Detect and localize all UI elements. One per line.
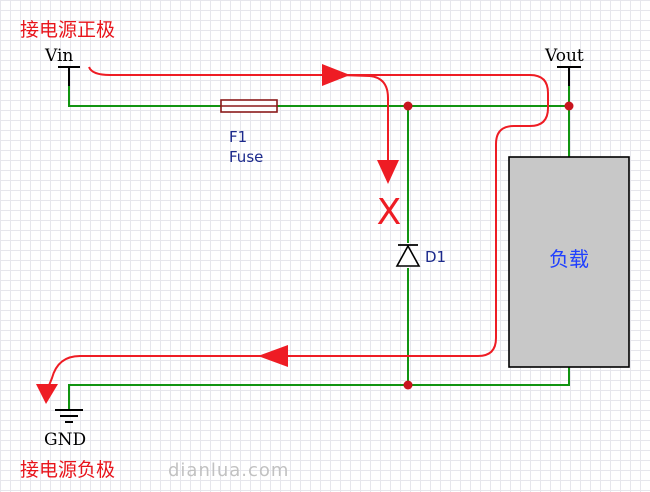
fuse-f1 xyxy=(220,99,278,113)
blocked-x-marker: X xyxy=(377,192,402,233)
vin-label: Vin xyxy=(44,46,73,66)
diode-designator: D1 xyxy=(425,248,446,266)
junction-dot xyxy=(403,101,413,111)
positive-terminal-label: 接电源正极 xyxy=(20,19,115,41)
junction-dots xyxy=(403,101,574,390)
load-label: 负载 xyxy=(549,247,589,271)
junction-dot xyxy=(403,380,413,390)
flow-arrow-left xyxy=(258,345,288,367)
vout-terminal-symbol xyxy=(557,66,581,86)
flow-arrow-down xyxy=(377,160,399,184)
load-box xyxy=(508,156,630,368)
fuse-designator: F1 xyxy=(229,128,247,146)
vin-terminal-symbol xyxy=(58,66,80,86)
fuse-name: Fuse xyxy=(229,148,263,166)
current-flow-branch xyxy=(339,74,389,162)
flow-arrow-gnd xyxy=(36,384,58,404)
current-flow-path xyxy=(47,66,549,389)
diode-d1 xyxy=(395,244,421,267)
vout-label: Vout xyxy=(544,46,584,66)
circuit-wires xyxy=(68,86,570,410)
junction-dot xyxy=(564,101,574,111)
negative-terminal-label: 接电源负极 xyxy=(20,459,115,481)
gnd-label: GND xyxy=(44,430,86,450)
watermark: dianlua.com xyxy=(168,460,289,481)
flow-arrow-right xyxy=(322,64,350,86)
ground-symbol xyxy=(55,409,83,423)
